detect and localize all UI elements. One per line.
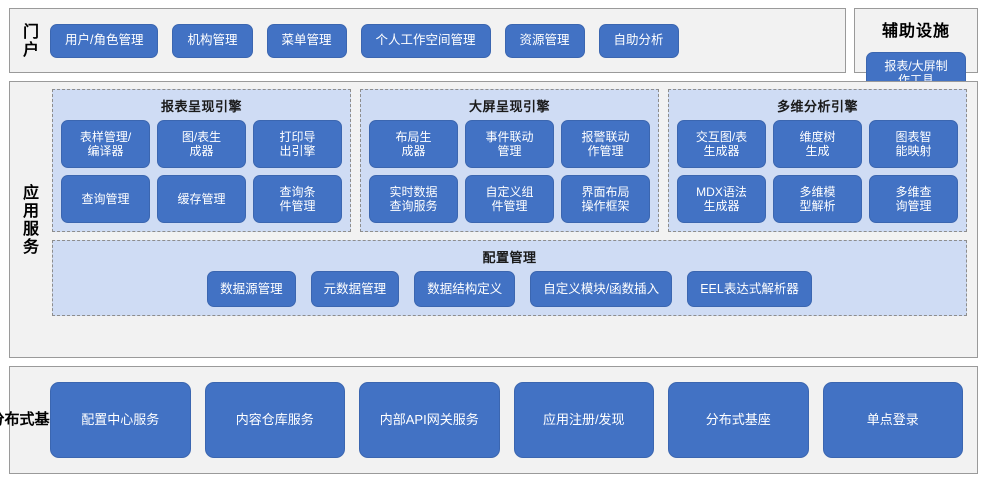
top-band: 门户 用户/角色管理 机构管理 菜单管理 个人工作空间管理 资源管理 自助分析 … xyxy=(9,8,978,329)
report-presentation-engine-group: 报表呈现引擎 表样管理/ 编译器 图/表生 成器 打印导 出引擎 查询管理 缓存… xyxy=(52,89,351,232)
engine-item-query-management[interactable]: 查询管理 xyxy=(61,175,150,223)
bigscreen-presentation-engine-items: 布局生 成器 事件联动 管理 报警联动 作管理 实时数据 查询服务 自定义组 件… xyxy=(369,120,650,223)
engine-item-layout-generator[interactable]: 布局生 成器 xyxy=(369,120,458,168)
infra-item-distributed-base[interactable]: 分布式基座 xyxy=(668,382,809,458)
portal-section: 门户 用户/角色管理 机构管理 菜单管理 个人工作空间管理 资源管理 自助分析 xyxy=(9,8,846,73)
engine-item-dimension-tree-generation[interactable]: 维度树 生成 xyxy=(773,120,862,168)
portal-item-org-management[interactable]: 机构管理 xyxy=(172,23,253,58)
engine-item-realtime-data-query-service[interactable]: 实时数据 查询服务 xyxy=(369,175,458,223)
engine-item-interactive-chart-table-generator[interactable]: 交互图/表 生成器 xyxy=(677,120,766,168)
report-presentation-engine-items: 表样管理/ 编译器 图/表生 成器 打印导 出引擎 查询管理 缓存管理 查询条 … xyxy=(61,120,342,223)
infra-item-single-sign-on[interactable]: 单点登录 xyxy=(822,382,963,458)
configuration-management-title: 配置管理 xyxy=(482,250,537,265)
portal-item-menu-management[interactable]: 菜单管理 xyxy=(266,23,347,58)
portal-section-label: 门户 xyxy=(19,22,37,59)
config-item-eel-expression-parser[interactable]: EEL表达式解析器 xyxy=(687,271,812,307)
engine-item-template-management-compiler[interactable]: 表样管理/ 编译器 xyxy=(61,120,150,168)
engine-item-cache-management[interactable]: 缓存管理 xyxy=(157,175,246,223)
config-item-data-structure-definition[interactable]: 数据结构定义 xyxy=(414,271,516,307)
distributed-foundation-items: 配置中心服务 内容仓库服务 内部API网关服务 应用注册/发现 分布式基座 单点… xyxy=(44,367,977,473)
infra-item-config-center-service[interactable]: 配置中心服务 xyxy=(50,382,191,458)
distributed-foundation-section-label: 分布式基础 xyxy=(0,410,65,428)
engine-item-chart-table-generator[interactable]: 图/表生 成器 xyxy=(157,120,246,168)
application-service-section: 应用服务 报表呈现引擎 表样管理/ 编译器 图/表生 成器 打印导 出引擎 查询… xyxy=(9,81,978,358)
engine-item-event-linkage-management[interactable]: 事件联动 管理 xyxy=(465,120,554,168)
engine-item-mdx-syntax-generator[interactable]: MDX语法 生成器 xyxy=(677,175,766,223)
engine-item-print-export-engine[interactable]: 打印导 出引擎 xyxy=(253,120,342,168)
engine-item-multidimensional-query-management[interactable]: 多维查 询管理 xyxy=(869,175,958,223)
engine-item-alarm-linkage-action-management[interactable]: 报警联动 作管理 xyxy=(561,120,650,168)
configuration-management-group: 配置管理 数据源管理 元数据管理 数据结构定义 自定义模块/函数插入 EEL表达… xyxy=(52,240,967,316)
bigscreen-presentation-engine-group: 大屏呈现引擎 布局生 成器 事件联动 管理 报警联动 作管理 实时数据 查询服务… xyxy=(360,89,659,232)
distributed-foundation-section: 分布式基础 配置中心服务 内容仓库服务 内部API网关服务 应用注册/发现 分布… xyxy=(0,366,978,474)
report-presentation-engine-title: 报表呈现引擎 xyxy=(160,99,242,114)
config-item-datasource-management[interactable]: 数据源管理 xyxy=(207,271,296,307)
engines-row: 报表呈现引擎 表样管理/ 编译器 图/表生 成器 打印导 出引擎 查询管理 缓存… xyxy=(52,89,967,232)
multidimensional-analysis-engine-group: 多维分析引擎 交互图/表 生成器 维度树 生成 图表智 能映射 MDX语法 生成… xyxy=(668,89,967,232)
infra-item-app-registration-discovery[interactable]: 应用注册/发现 xyxy=(513,382,654,458)
engine-item-ui-layout-operation-framework[interactable]: 界面布局 操作框架 xyxy=(561,175,650,223)
portal-button-row: 用户/角色管理 机构管理 菜单管理 个人工作空间管理 资源管理 自助分析 xyxy=(46,9,845,72)
engine-item-query-condition-management[interactable]: 查询条 件管理 xyxy=(253,175,342,223)
aux-facilities-section: 辅助设施 报表/大屏制 作工具 工作流引擎 定时任务调度 运行日志 权限管理 消… xyxy=(854,8,978,329)
portal-item-resource-management[interactable]: 资源管理 xyxy=(504,23,585,58)
middle-band: 应用服务 报表呈现引擎 表样管理/ 编译器 图/表生 成器 打印导 出引擎 查询… xyxy=(9,81,978,358)
configuration-management-items: 数据源管理 元数据管理 数据结构定义 自定义模块/函数插入 EEL表达式解析器 xyxy=(61,271,958,307)
application-service-section-label: 应用服务 xyxy=(19,183,37,256)
portal-item-personal-workspace-management[interactable]: 个人工作空间管理 xyxy=(360,23,491,58)
bigscreen-presentation-engine-title: 大屏呈现引擎 xyxy=(468,99,550,114)
engine-item-custom-component-management[interactable]: 自定义组 件管理 xyxy=(465,175,554,223)
portal-item-user-role-management[interactable]: 用户/角色管理 xyxy=(50,23,159,58)
infra-item-content-repository-service[interactable]: 内容仓库服务 xyxy=(204,382,345,458)
portal-item-self-service-analysis[interactable]: 自助分析 xyxy=(598,23,679,58)
infra-item-internal-api-gateway-service[interactable]: 内部API网关服务 xyxy=(359,382,500,458)
engine-item-chart-smart-mapping[interactable]: 图表智 能映射 xyxy=(869,120,958,168)
application-service-body: 报表呈现引擎 表样管理/ 编译器 图/表生 成器 打印导 出引擎 查询管理 缓存… xyxy=(46,82,977,357)
engine-item-multidimensional-model-parsing[interactable]: 多维模 型解析 xyxy=(773,175,862,223)
config-item-custom-module-function-insertion[interactable]: 自定义模块/函数插入 xyxy=(530,271,673,307)
aux-facilities-title: 辅助设施 xyxy=(881,23,950,40)
multidimensional-analysis-engine-title: 多维分析引擎 xyxy=(776,99,858,114)
multidimensional-analysis-engine-items: 交互图/表 生成器 维度树 生成 图表智 能映射 MDX语法 生成器 多维模 型… xyxy=(677,120,958,223)
config-item-metadata-management[interactable]: 元数据管理 xyxy=(310,271,400,307)
